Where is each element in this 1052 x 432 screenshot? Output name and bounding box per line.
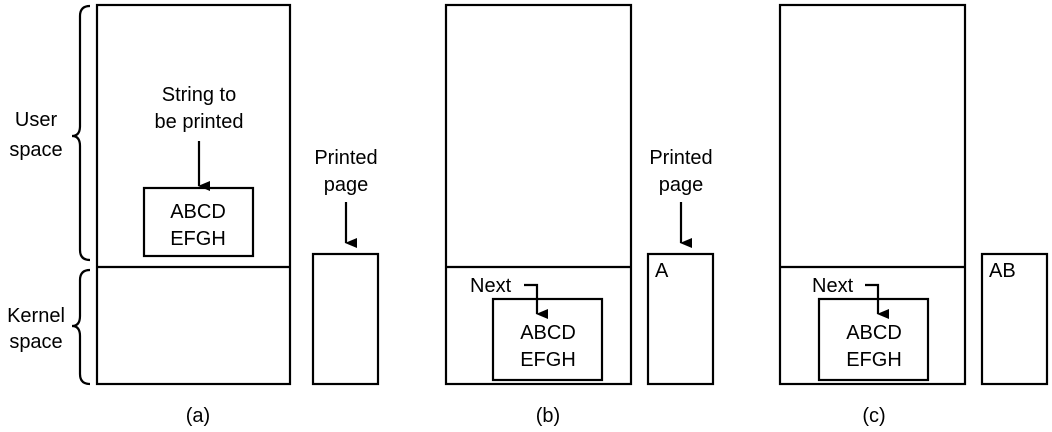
panel-caption: (b)	[536, 405, 560, 427]
user-buffer-line1: ABCD	[170, 201, 226, 223]
printed-page-box	[980, 252, 1049, 386]
printed-page-label-line2: page	[324, 174, 369, 196]
panel-c: Next ABCD EFGH AB (c)	[778, 3, 1049, 427]
kernel-buffer-line1: ABCD	[520, 322, 576, 344]
kernel-space-label-line2: space	[9, 331, 62, 353]
memory-box	[778, 3, 967, 386]
printed-page-box	[646, 252, 715, 386]
kernel-buffer-box	[491, 297, 604, 382]
user-buffer-line2: EFGH	[170, 228, 226, 250]
printed-page-content: AB	[989, 260, 1016, 282]
printed-page-content: A	[655, 260, 669, 282]
kernel-buffer-box	[817, 297, 930, 382]
next-pointer-arrow	[524, 283, 548, 319]
string-to-print-label-line2: be printed	[155, 111, 244, 133]
kernel-buffer-line2: EFGH	[846, 349, 902, 371]
next-pointer-arrow	[865, 283, 889, 319]
panel-a: String to be printed ABCD EFGH Printed p…	[95, 3, 380, 427]
user-buffer-box	[142, 186, 255, 258]
user-space-brace	[71, 4, 91, 262]
panel-caption: (a)	[186, 405, 210, 427]
panel-b: Next ABCD EFGH Printed page A (b)	[444, 3, 715, 427]
kernel-space-brace	[71, 268, 91, 386]
printed-page-label-line1: Printed	[314, 147, 377, 169]
kernel-space-label-line1: Kernel	[7, 305, 65, 327]
kernel-buffer-line2: EFGH	[520, 349, 576, 371]
next-pointer-label: Next	[470, 275, 512, 297]
user-space-label-line2: space	[9, 139, 62, 161]
kernel-buffer-line1: ABCD	[846, 322, 902, 344]
memory-box	[95, 3, 292, 386]
user-space-label-line1: User	[15, 109, 58, 131]
string-to-print-label-line1: String to	[162, 84, 236, 106]
printed-page-box	[311, 252, 380, 386]
panel-caption: (c)	[862, 405, 885, 427]
next-pointer-label: Next	[812, 275, 854, 297]
memory-box	[444, 3, 633, 386]
printed-page-label-line2: page	[659, 174, 704, 196]
printed-page-label-line1: Printed	[649, 147, 712, 169]
